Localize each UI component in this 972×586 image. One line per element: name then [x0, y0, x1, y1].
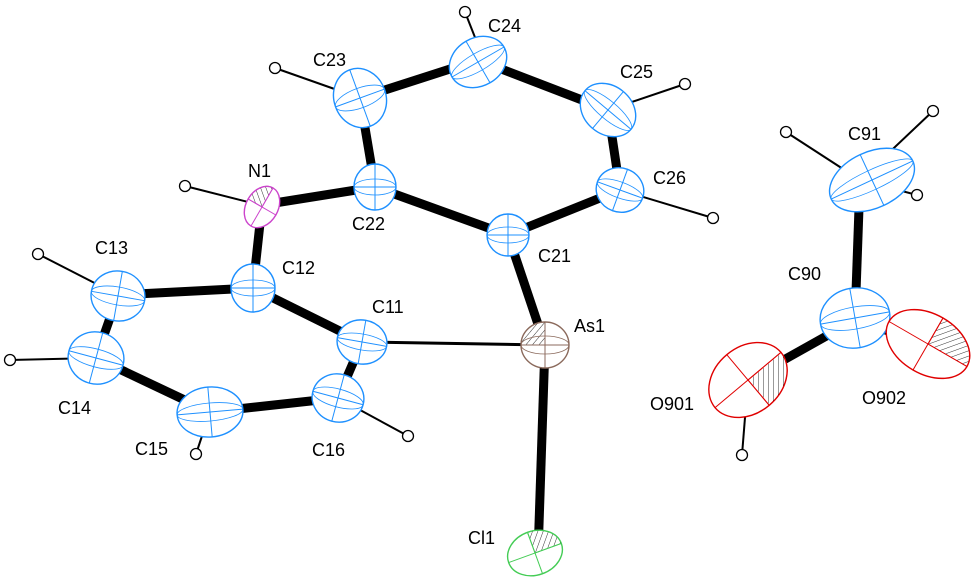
label-c11: C11 [372, 297, 404, 317]
atom-c11 [336, 319, 388, 365]
atom-c21 [486, 213, 530, 257]
label-c13: C13 [95, 238, 128, 258]
hydrogen-atom [735, 448, 749, 462]
atom-c90 [819, 287, 891, 349]
hydrogen-atom [910, 188, 924, 202]
label-o902: O902 [862, 388, 906, 408]
label-c24: C24 [488, 16, 521, 36]
atom-c13 [90, 270, 146, 322]
hydrogen-atom [189, 447, 203, 461]
atom-o902 [885, 308, 971, 380]
label-c26: C26 [653, 168, 686, 188]
label-c90: C90 [788, 264, 821, 284]
label-as1: As1 [574, 316, 605, 336]
hydrogen-atom [31, 247, 45, 261]
label-c12: C12 [282, 258, 315, 278]
atom-o901 [708, 341, 788, 419]
label-c22: C22 [352, 214, 385, 234]
atoms-layer [67, 35, 971, 577]
hydrogen-atom [779, 125, 793, 139]
atom-c23 [332, 67, 388, 129]
hydrogen-atom [401, 429, 415, 443]
bond [361, 340, 546, 347]
hydrogen-atom [3, 353, 17, 367]
hydrogen-atom [926, 104, 940, 118]
hydrogen-atom [178, 179, 192, 193]
atom-n1 [243, 185, 281, 229]
label-c23: C23 [313, 50, 346, 70]
atom-c16 [311, 373, 365, 423]
atom-cl1 [506, 529, 564, 577]
atom-as1 [520, 321, 570, 369]
label-c15: C15 [135, 439, 168, 459]
bond [533, 344, 550, 556]
label-n1: N1 [248, 161, 271, 181]
atom-c25 [579, 82, 637, 138]
label-c25: C25 [620, 62, 653, 82]
label-c21: C21 [538, 246, 571, 266]
hydrogen-atom [268, 61, 282, 75]
atom-c24 [448, 35, 508, 89]
hydrogen-atom [678, 77, 692, 91]
atom-c26 [595, 167, 645, 213]
label-cl1: Cl1 [468, 528, 495, 548]
label-c91: C91 [848, 124, 881, 144]
label-o901: O901 [650, 394, 694, 414]
atom-c91 [828, 147, 916, 213]
label-c14: C14 [58, 398, 91, 418]
labels-layer: N1 C22 C23 C24 C25 C26 C21 C13 C12 C11 A… [58, 16, 906, 548]
atom-c22 [353, 163, 397, 211]
atom-c14 [67, 331, 125, 385]
atom-c15 [176, 386, 244, 438]
atom-c12 [230, 263, 276, 313]
hydrogen-atom [706, 211, 720, 225]
hydrogen-atom [458, 5, 472, 19]
hydrogens-layer [3, 5, 940, 462]
label-c16: C16 [312, 440, 345, 460]
bond [373, 182, 510, 240]
